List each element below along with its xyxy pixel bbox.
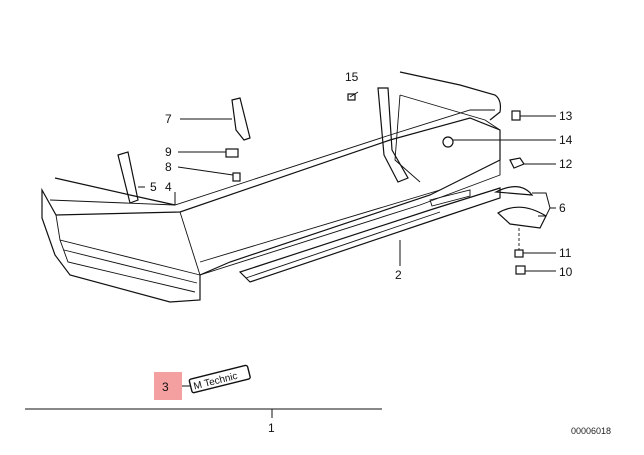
trim-strip[interactable]	[238, 187, 501, 283]
drawing-number: 00006018	[571, 426, 611, 436]
callout-1[interactable]: 1	[268, 421, 275, 435]
washer-9[interactable]	[225, 148, 239, 158]
m-technic-emblem[interactable]: M Technic	[188, 364, 251, 394]
bolt-10[interactable]	[515, 265, 526, 275]
side-bracket[interactable]	[377, 87, 409, 183]
callout-3[interactable]: 3	[162, 380, 169, 394]
rubber-seal-strip[interactable]	[54, 71, 502, 206]
bolt-15[interactable]	[347, 93, 356, 101]
callout-13[interactable]: 13	[559, 109, 573, 123]
bracket-5[interactable]	[117, 151, 139, 204]
bracket-7[interactable]	[231, 97, 251, 141]
callout-9[interactable]: 9	[165, 145, 172, 159]
callout-12[interactable]: 12	[559, 157, 573, 171]
callout-14[interactable]: 14	[559, 133, 573, 147]
callout-8[interactable]: 8	[165, 160, 172, 174]
nut-12[interactable]	[509, 157, 525, 169]
callout-2[interactable]: 2	[395, 268, 402, 282]
callout-5[interactable]: 5	[150, 180, 157, 194]
callout-7[interactable]: 7	[165, 112, 172, 126]
leader-lines	[25, 91, 556, 418]
bumper-cover[interactable]	[41, 94, 501, 303]
callout-10[interactable]: 10	[559, 265, 573, 279]
bracket-6a[interactable]	[493, 186, 534, 196]
callout-4[interactable]: 4	[165, 180, 172, 194]
highlight-box	[154, 372, 182, 400]
callout-6[interactable]: 6	[559, 201, 566, 215]
washer-11[interactable]	[514, 249, 524, 258]
callout-11[interactable]: 11	[559, 246, 572, 260]
callout-15[interactable]: 15	[345, 70, 359, 84]
nut-14[interactable]	[442, 136, 454, 148]
bracket-6b[interactable]	[496, 206, 547, 229]
bolt-13[interactable]	[511, 110, 521, 121]
screw-8[interactable]	[232, 172, 241, 182]
